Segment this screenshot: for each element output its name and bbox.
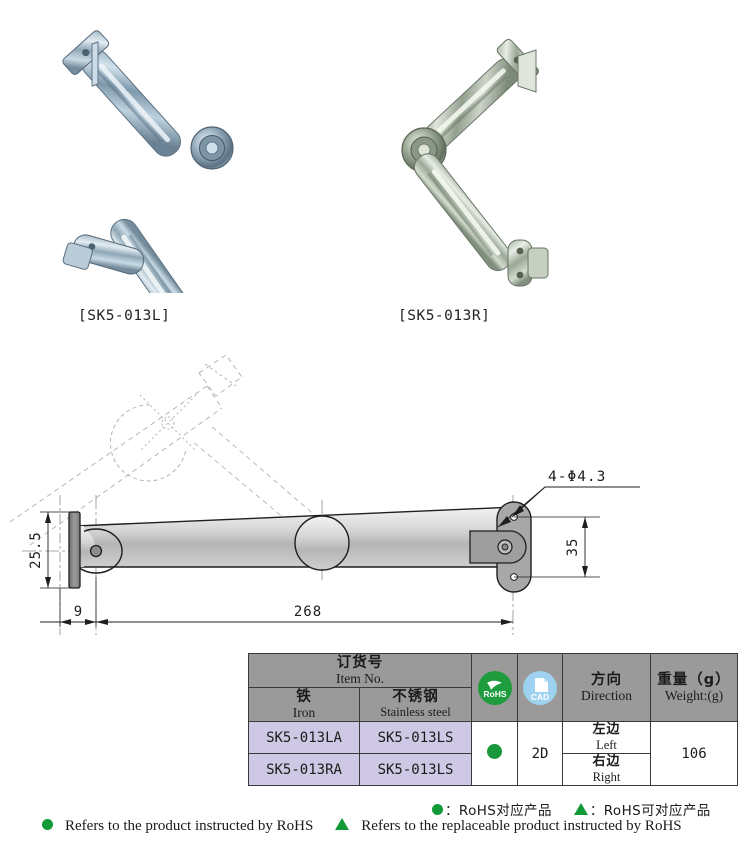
legend-english: Refers to the product instructed by RoHS… [42, 818, 682, 835]
header-item-no-cn: 订货号 [336, 654, 384, 671]
technical-drawing: 25.5 9 268 35 4-Φ4 [0, 345, 750, 645]
header-stainless-cn: 不锈钢 [392, 689, 439, 706]
right-product-caption: [SK5-013R] [398, 308, 491, 324]
header-iron: 铁 Iron [248, 687, 360, 722]
cad-value-cell: 2D [517, 721, 563, 786]
right-product-photo [390, 22, 555, 290]
row-1-stainless: SK5-013LS [359, 753, 472, 786]
header-direction-cn: 方向 [591, 671, 622, 688]
header-direction: 方向 Direction [562, 653, 651, 722]
dim-35: 35 [565, 538, 581, 557]
legend-triangle-icon [573, 803, 588, 815]
dim-268: 268 [294, 604, 322, 620]
row-1-direction-en: Right [592, 769, 621, 784]
row-0-direction-en: Left [596, 737, 617, 752]
table-header-row-2: 铁 Iron 不锈钢 Stainless steel [248, 687, 738, 722]
header-item-no: 订货号 Item No. [248, 653, 472, 688]
row-0-direction-cn: 左边 [592, 722, 621, 738]
svg-text:CAD: CAD [531, 692, 549, 702]
header-weight-cn: 重量（g） [657, 671, 731, 688]
row-0-stainless: SK5-013LS [359, 721, 472, 754]
svg-text:RoHS: RoHS [483, 689, 506, 699]
header-direction-en: Direction [581, 687, 632, 703]
legend-cn-tri-text: ：RoHS可对应产品 [589, 803, 711, 819]
rohs-status-cell [471, 721, 518, 786]
legend-dot-icon [432, 804, 443, 815]
rohs-icon: RoHS [477, 670, 512, 705]
spec-table-container: 订货号 Item No. RoHS [248, 653, 738, 786]
legend-en-tri-text: Refers to the replaceable product instru… [361, 818, 682, 834]
legend-cn-dot-text: ：RoHS对应产品 [445, 803, 552, 819]
table-row: SK5-013RA SK5-013LS 右边 Right [248, 753, 738, 786]
header-iron-en: Iron [292, 704, 316, 720]
row-1-direction-cn: 右边 [592, 754, 621, 770]
header-rohs-badge-cell: RoHS [471, 653, 518, 722]
header-stainless: 不锈钢 Stainless steel [359, 687, 472, 722]
header-cad-badge-cell: CAD [517, 653, 563, 722]
legend-chinese: ：RoHS对应产品 ：RoHS可对应产品 [432, 799, 711, 819]
callout-hole-size: 4-Φ4.3 [548, 469, 606, 485]
table-row: SK5-013LA SK5-013LS 2D 左边 Left 106 [248, 721, 738, 786]
legend-triangle-icon-en [335, 818, 350, 830]
rohs-green-dot-icon [487, 743, 502, 759]
header-item-no-en: Item No. [336, 670, 384, 686]
legend-en-dot-text: Refers to the product instructed by RoHS [65, 818, 314, 834]
left-product-photo [62, 28, 262, 340]
dim-9: 9 [74, 604, 82, 620]
dim-25-5: 25.5 [28, 531, 44, 569]
header-weight: 重量（g） Weight:(g) [650, 653, 738, 722]
header-stainless-en: Stainless steel [380, 705, 451, 720]
cad-icon: CAD [523, 670, 557, 705]
row-1-iron: SK5-013RA [248, 753, 360, 786]
row-1-direction: 右边 Right [562, 753, 651, 786]
weight-value-cell: 106 [650, 721, 738, 786]
legend-dot-icon-en [42, 819, 53, 830]
product-photo-section: [SK5-013L] [0, 0, 750, 340]
header-iron-cn: 铁 [296, 688, 312, 705]
spec-table: 订货号 Item No. RoHS [248, 653, 738, 786]
row-0-iron: SK5-013LA [248, 721, 360, 754]
table-header-row-1: 订货号 Item No. RoHS [248, 653, 738, 722]
row-0-direction: 左边 Left [562, 721, 651, 754]
header-weight-en: Weight:(g) [664, 687, 724, 703]
left-product-caption: [SK5-013L] [78, 308, 171, 324]
